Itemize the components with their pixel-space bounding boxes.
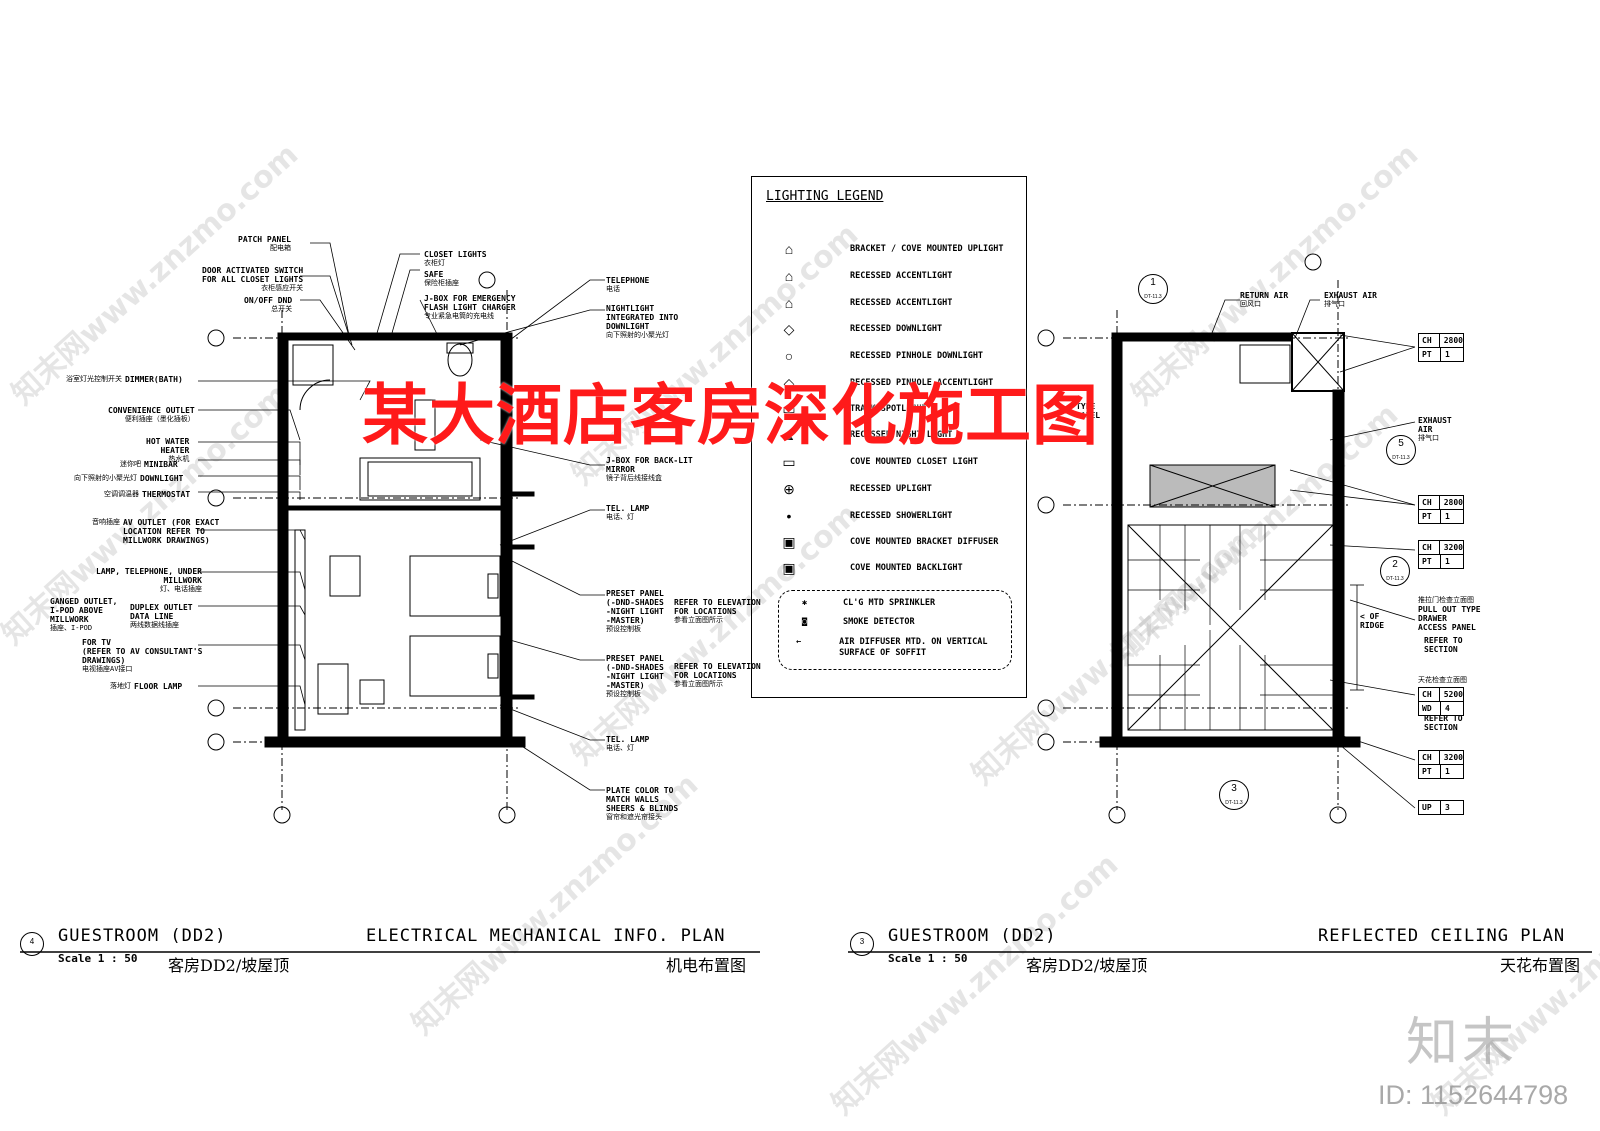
drawing-scale: Scale 1 : 50 <box>888 952 968 965</box>
label-refer-section-3: REFER TO SECTION <box>1424 714 1463 732</box>
uplight-icon: ⌂ <box>784 241 794 257</box>
bracket-diffuser-icon: ▣ <box>782 534 796 550</box>
legend-item: ▣COVE MOUNTED BRACKET DIFFUSER <box>752 532 1026 552</box>
track-spotlight-icon: ▭ <box>782 401 796 417</box>
drawing-type-cn: 机电布置图 <box>666 956 747 975</box>
note-sprinkler: ✱ CL'G MTD SPRINKLER <box>802 598 936 608</box>
pinhole-accentlight-icon: ◇ <box>783 375 795 391</box>
drawing-type-cn: 天花布置图 <box>1500 956 1581 975</box>
note-air-diffuser: ←AIR DIFFUSER MTD. ON VERTICAL SURFACE O… <box>796 637 988 658</box>
drawing-subtitle-cn: 客房DD2/坡屋顶 <box>168 956 290 975</box>
label-type-panel: TYPE PANEL <box>1076 402 1101 420</box>
label-for-tv: FOR TV (REFER TO AV CONSULTANT'S DRAWING… <box>82 638 203 673</box>
label-refer-section-2: 天花检查立面图 <box>1418 676 1467 684</box>
recessed-uplight-icon: ⊕ <box>783 481 795 497</box>
label-preset-panel-1: PRESET PANEL (-DND-SHADES -NIGHT LIGHT -… <box>606 589 664 633</box>
drawing-title: GUESTROOM (DD2) <box>58 926 227 946</box>
label-door-switch: DOOR ACTIVATED SWITCH FOR ALL CLOSET LIG… <box>202 266 304 292</box>
legend-item: ◇RECESSED DOWNLIGHT <box>752 319 1026 339</box>
pinhole-downlight-icon: ○ <box>784 348 794 364</box>
air-diffuser-icon: ← <box>796 637 802 647</box>
night-light-icon: ▲ <box>782 427 796 443</box>
image-id: ID: 1152644798 <box>1378 1080 1569 1110</box>
showerlight-icon: • <box>786 508 792 524</box>
closet-light-icon: ▭ <box>782 454 796 470</box>
legend-item: ○RECESSED PINHOLE DOWNLIGHT <box>752 346 1026 366</box>
drawing-title: GUESTROOM (DD2) <box>888 926 1057 946</box>
drawing-type: ELECTRICAL MECHANICAL INFO. PLAN <box>366 926 726 946</box>
accentlight-icon: ⌂ <box>784 268 794 284</box>
label-plate-color: PLATE COLOR TO MATCH WALLS SHEERS & BLIN… <box>606 786 679 821</box>
brand-logo: 知末 <box>1406 1013 1519 1073</box>
smoke-detector-icon: ◙ <box>802 617 808 627</box>
legend-item: •RECESSED SHOWERLIGHT <box>752 506 1026 526</box>
legend-item: ▲RECESSED NIGHT LIGHT <box>752 425 1026 445</box>
drawing-type: REFLECTED CEILING PLAN <box>1318 926 1566 946</box>
legend-item: ▭TRACK SPOTLIGHT <box>752 399 1026 419</box>
lighting-legend: LIGHTING LEGEND ⌂BRACKET / COVE MOUNTED … <box>751 176 1027 698</box>
banner-title: 某大酒店客房深化施工图 <box>362 377 1099 454</box>
downlight-icon: ◇ <box>783 321 795 337</box>
legend-item: ⊕RECESSED UPLIGHT <box>752 479 1026 499</box>
legend-item: ⌂BRACKET / COVE MOUNTED UPLIGHT <box>752 239 1026 259</box>
drawing-subtitle-cn: 客房DD2/坡屋顶 <box>1026 956 1148 975</box>
legend-item: ▣COVE MOUNTED BACKLIGHT <box>752 558 1026 578</box>
note-smoke-detector: ◙ SMOKE DETECTOR <box>802 617 915 627</box>
legend-notes-cloud <box>778 590 1012 670</box>
sprinkler-icon: ✱ <box>802 598 808 608</box>
label-refer-section-1: REFER TO SECTION <box>1424 636 1463 654</box>
legend-item: ▭COVE MOUNTED CLOSET LIGHT <box>752 452 1026 472</box>
legend-item: ◇RECESSED PINHOLE ACCENTLIGHT <box>752 373 1026 393</box>
label-of-ridge: < OF RIDGE <box>1360 612 1385 630</box>
backlight-icon: ▣ <box>782 560 796 576</box>
drawing-scale: Scale 1 : 50 <box>58 952 138 965</box>
legend-item: ⌂RECESSED ACCENTLIGHT <box>752 293 1026 313</box>
legend-title: LIGHTING LEGEND <box>766 189 884 204</box>
label-preset-panel-2: PRESET PANEL (-DND-SHADES -NIGHT LIGHT -… <box>606 654 664 698</box>
drawing-number-badge: 4 <box>20 932 44 956</box>
accentlight-icon: ⌂ <box>784 295 794 311</box>
drawing-number-badge: 3 <box>850 932 874 956</box>
legend-item: ⌂RECESSED ACCENTLIGHT <box>752 266 1026 286</box>
